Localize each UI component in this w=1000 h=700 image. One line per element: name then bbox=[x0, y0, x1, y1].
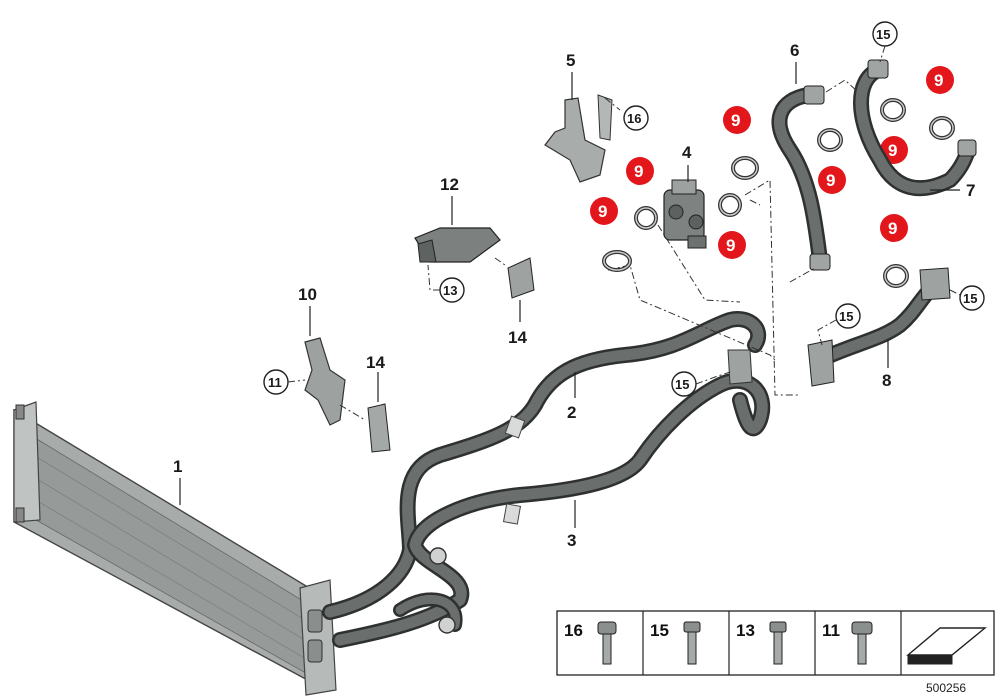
callout-10: 10 bbox=[298, 285, 317, 304]
hose-6[interactable] bbox=[771, 85, 831, 271]
bracket-clip-15[interactable] bbox=[727, 349, 753, 385]
callout-13: 13 bbox=[443, 283, 457, 298]
callout-2: 2 bbox=[567, 403, 576, 422]
hose-lower[interactable] bbox=[393, 547, 463, 634]
highlight-callout-9b[interactable]: 9 bbox=[626, 157, 654, 185]
highlight-callout-9c[interactable]: 9 bbox=[723, 106, 751, 134]
callout-3: 3 bbox=[567, 531, 576, 550]
callout-6: 6 bbox=[790, 41, 799, 60]
highlight-callout-9g[interactable]: 9 bbox=[926, 66, 954, 94]
svg-text:9: 9 bbox=[934, 71, 943, 90]
highlight-callout-9d[interactable]: 9 bbox=[718, 231, 746, 259]
bracket-part-10[interactable] bbox=[304, 337, 346, 426]
callout-15-top: 15 bbox=[876, 27, 890, 42]
callout-5: 5 bbox=[566, 51, 575, 70]
legend-cell-pointer bbox=[906, 627, 987, 665]
highlight-callout-9h[interactable]: 9 bbox=[880, 214, 908, 242]
callout-16: 16 bbox=[627, 111, 641, 126]
bracket-part-14-lower[interactable] bbox=[367, 403, 391, 453]
svg-text:9: 9 bbox=[598, 202, 607, 221]
svg-text:16: 16 bbox=[564, 621, 583, 640]
highlight-callout-9e[interactable]: 9 bbox=[818, 166, 846, 194]
highlight-callout-9a[interactable]: 9 bbox=[590, 197, 618, 225]
svg-text:9: 9 bbox=[726, 236, 735, 255]
diagram-id: 500256 bbox=[926, 681, 966, 695]
fastener-legend: 16 15 13 11 bbox=[556, 610, 995, 676]
svg-text:9: 9 bbox=[731, 111, 740, 130]
hose-8[interactable] bbox=[807, 267, 951, 387]
callout-8: 8 bbox=[882, 371, 891, 390]
hose-2[interactable] bbox=[322, 311, 767, 620]
svg-text:11: 11 bbox=[822, 621, 840, 640]
svg-text:9: 9 bbox=[634, 162, 643, 181]
callout-11: 11 bbox=[268, 375, 282, 390]
legend-cell-11[interactable]: 11 bbox=[822, 621, 873, 665]
callout-1: 1 bbox=[173, 457, 182, 476]
legend-cell-15[interactable]: 15 bbox=[650, 621, 701, 665]
callout-15-right: 15 bbox=[839, 309, 853, 324]
valve-part-4[interactable] bbox=[663, 179, 707, 249]
callout-15-far-right: 15 bbox=[963, 291, 977, 306]
bracket-part-5[interactable] bbox=[544, 94, 613, 183]
callout-4: 4 bbox=[682, 143, 692, 162]
svg-text:9: 9 bbox=[888, 219, 897, 238]
callout-14-upper: 14 bbox=[508, 328, 527, 347]
legend-cell-16[interactable]: 16 bbox=[564, 621, 617, 665]
svg-text:13: 13 bbox=[736, 621, 755, 640]
svg-text:15: 15 bbox=[650, 621, 669, 640]
bracket-part-12[interactable] bbox=[414, 227, 501, 263]
radiator-part[interactable] bbox=[13, 401, 337, 696]
o-rings bbox=[602, 98, 955, 288]
callout-15-hose: 15 bbox=[675, 377, 689, 392]
bracket-part-14-upper[interactable] bbox=[507, 257, 535, 299]
callout-14-lower: 14 bbox=[366, 353, 385, 372]
svg-text:9: 9 bbox=[888, 141, 897, 160]
svg-text:9: 9 bbox=[826, 171, 835, 190]
hose-3[interactable] bbox=[332, 372, 771, 648]
legend-cell-13[interactable]: 13 bbox=[736, 621, 787, 665]
callout-12: 12 bbox=[440, 175, 459, 194]
callout-7: 7 bbox=[966, 181, 975, 200]
hose-7[interactable] bbox=[853, 59, 977, 197]
